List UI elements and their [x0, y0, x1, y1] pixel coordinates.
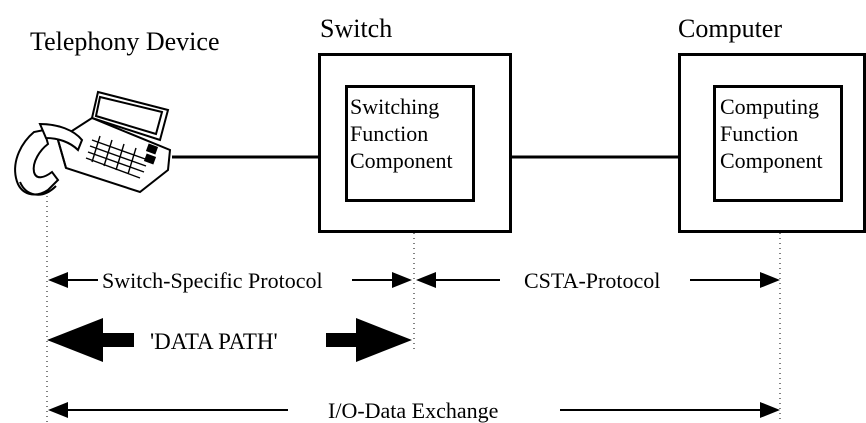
computing-label-line-3: Component	[720, 147, 823, 173]
switching-label-line-2: Function	[350, 120, 429, 146]
switching-label-line-1: Switching	[350, 94, 440, 119]
computing-label-line-1: Computing	[720, 94, 820, 119]
io-exchange-arrow	[48, 402, 780, 418]
csta-protocol-label: CSTA-Protocol	[524, 268, 661, 293]
switch-specific-arrow	[48, 272, 412, 288]
switching-function-component-label: Switching Function Component	[350, 94, 453, 174]
telephone-icon	[14, 90, 172, 196]
csta-arrow	[416, 272, 780, 288]
computing-function-component-label: Computing Function Component	[720, 94, 823, 174]
computing-label-line-2: Function	[720, 120, 799, 146]
switching-function-component	[345, 85, 475, 202]
switching-label-line-3: Component	[350, 147, 453, 173]
switch-specific-protocol-label: Switch-Specific Protocol	[102, 268, 323, 293]
io-data-exchange-label: I/O-Data Exchange	[328, 398, 499, 423]
computing-function-component	[713, 85, 843, 202]
data-path-arrow	[47, 318, 412, 362]
data-path-label: 'DATA PATH'	[150, 329, 278, 354]
computer-title: Computer	[678, 14, 782, 43]
telephony-device-title: Telephony Device	[30, 27, 220, 56]
switch-title: Switch	[320, 14, 393, 43]
